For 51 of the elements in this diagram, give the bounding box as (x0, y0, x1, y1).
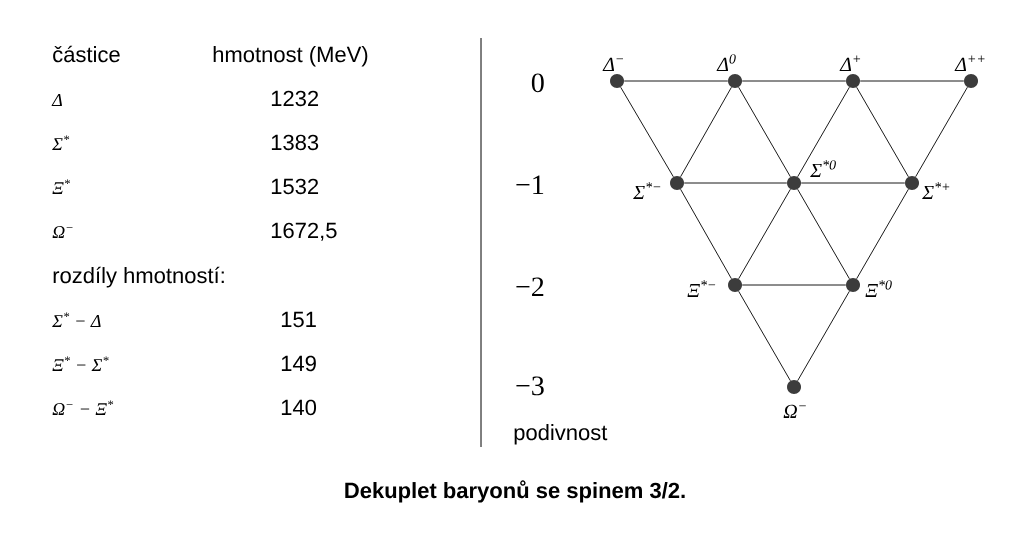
connecting-line (738, 290, 791, 382)
connecting-line (741, 284, 847, 286)
particle-label: Δ$^{−}$ (602, 57, 624, 71)
particle-symbol: Ξ$^{*}$ (52, 179, 70, 194)
particle-label: Σ$^{*0}$ (810, 160, 836, 177)
mass-difference: Ξ$^{*}$ − Σ$^{*}$ (52, 356, 109, 371)
particle-label: Σ$^{*−}$ (633, 182, 661, 199)
axis-title: podivnost (514, 424, 608, 445)
connecting-line (738, 86, 791, 178)
mass-value: 140 (281, 399, 317, 416)
particle-label: Δ$^{+}$ (839, 55, 861, 71)
mass-difference: Σ$^{*}$ − Δ (52, 312, 101, 327)
mass-value: 1232 (271, 90, 319, 107)
particle-label: Ξ$^{*−}$ (687, 280, 716, 297)
connecting-line (856, 188, 909, 280)
particle-symbol: Δ (51, 94, 62, 106)
connecting-line (680, 188, 732, 280)
mass-value: 1383 (271, 134, 319, 151)
connecting-line (915, 86, 968, 178)
particle-label: Δ$^{++}$ (954, 55, 985, 71)
connecting-line (856, 86, 909, 178)
connecting-line (623, 80, 729, 82)
axis-value: −3 (516, 376, 544, 396)
mass-value: 1532 (271, 178, 319, 195)
connecting-line (620, 86, 674, 178)
connecting-line (680, 86, 732, 178)
column-header: hmotnost (MeV) (213, 46, 368, 67)
particle-label: Ω$^{−}$ (783, 404, 806, 418)
connecting-line (797, 86, 850, 178)
connecting-line (797, 290, 850, 382)
particle-label: Ξ$^{*0}$ (865, 280, 892, 297)
connecting-line (800, 182, 906, 184)
axis-value: −2 (516, 277, 544, 296)
column-header: částice (53, 45, 120, 63)
particle-symbol: Ω$^{−}$ (52, 226, 73, 238)
connecting-line (683, 182, 788, 184)
particle-label: Δ$^{0}$ (716, 54, 736, 71)
connecting-line (859, 80, 965, 82)
caption: Dekuplet baryonů se spinem 3/2. (345, 480, 685, 503)
axis-value: −1 (516, 175, 544, 194)
connecting-line (738, 188, 791, 280)
axis-value: 0 (531, 73, 544, 93)
connecting-line (741, 80, 847, 82)
mass-value: 151 (281, 311, 316, 328)
mass-value: 149 (281, 355, 316, 372)
mass-difference: Ω$^{−}$ − Ξ$^{*}$ (52, 400, 114, 415)
particle-symbol: Σ$^{*}$ (52, 135, 70, 150)
section-heading: rozdíly hmotností: (53, 266, 224, 288)
mass-value: 1672,5 (271, 222, 337, 241)
particle-label: Σ$^{*+}$ (922, 182, 950, 199)
connecting-line (797, 188, 850, 280)
